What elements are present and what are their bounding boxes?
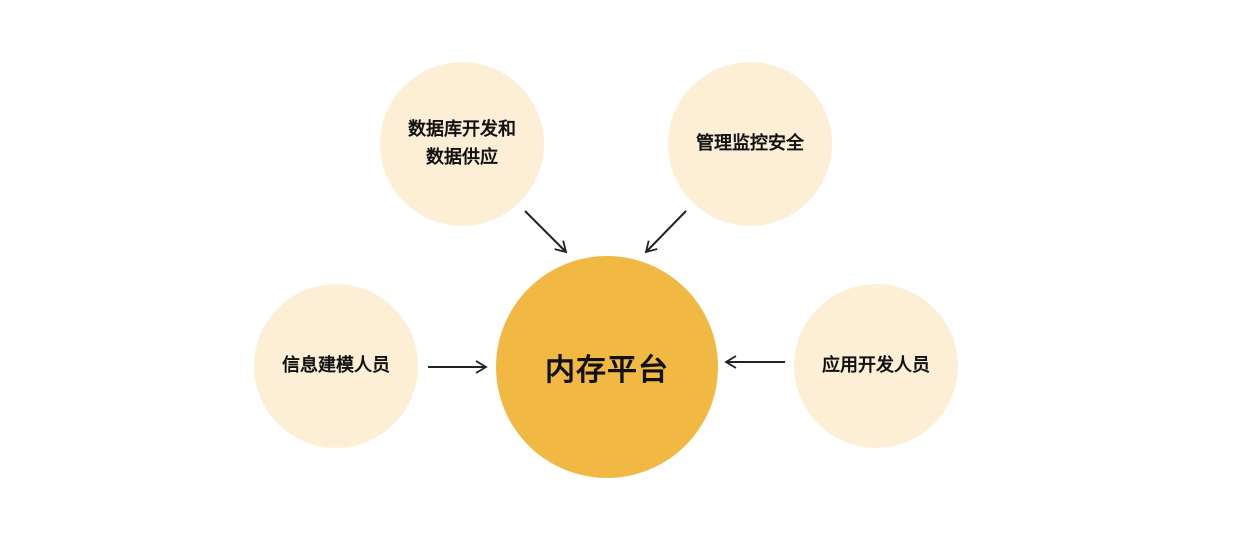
node-information-modelers: 信息建模人员 (254, 284, 418, 448)
node-label: 信息建模人员 (282, 355, 390, 376)
node-application-developers: 应用开发人员 (794, 284, 958, 448)
arrow-mgmt-to-center (644, 210, 687, 254)
node-label: 应用开发人员 (822, 355, 930, 376)
node-database-dev-data-supply: 数据库开发和 数据供应 (380, 62, 544, 226)
node-label: 管理监控安全 (696, 133, 804, 154)
arrow-db-to-center (524, 210, 568, 254)
center-label: 内存平台 (545, 353, 669, 388)
node-label: 数据库开发和 数据供应 (408, 119, 516, 168)
node-in-memory-platform: 内存平台 (496, 256, 718, 478)
node-management-monitoring-security: 管理监控安全 (668, 62, 832, 226)
